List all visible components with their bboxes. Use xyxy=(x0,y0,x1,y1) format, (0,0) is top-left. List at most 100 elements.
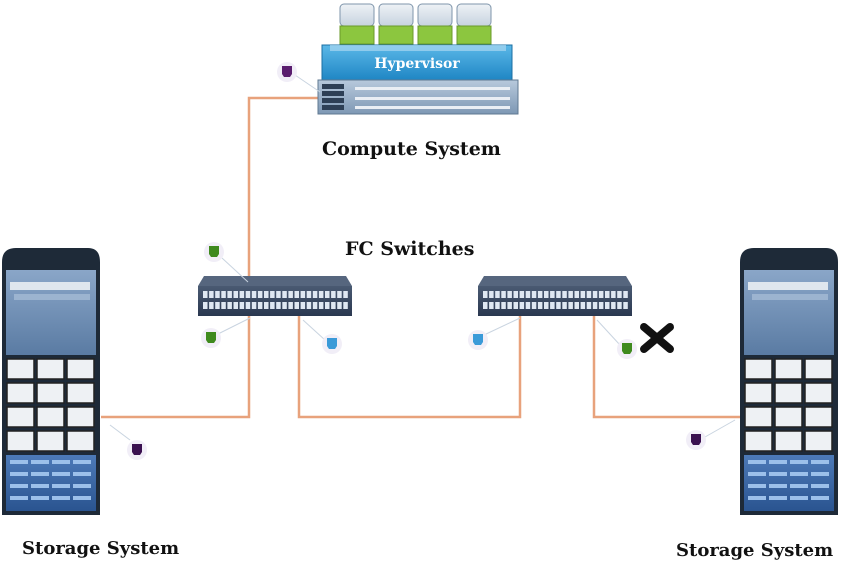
switch-port xyxy=(239,302,245,309)
switch-port xyxy=(264,302,269,309)
storage-system-left[interactable] xyxy=(2,248,100,515)
cable-storage-left-to-switch1 xyxy=(101,316,251,419)
switch-port xyxy=(586,302,592,309)
drive-bay xyxy=(36,430,65,452)
port-callouts xyxy=(109,74,736,441)
switch-port xyxy=(544,302,549,309)
switch-port xyxy=(550,291,555,298)
controller-slot xyxy=(769,472,787,476)
switch-port xyxy=(574,302,579,309)
drive-bay xyxy=(804,430,833,452)
switch-port xyxy=(556,291,561,298)
switch-port xyxy=(562,291,567,298)
storage-system-right[interactable] xyxy=(740,248,838,515)
switch-port xyxy=(209,291,214,298)
switch-port xyxy=(598,302,604,309)
drive-bay xyxy=(66,382,95,404)
switch-port xyxy=(337,302,342,309)
switch-port xyxy=(568,291,573,298)
drive-bay xyxy=(36,382,65,404)
drive-bay xyxy=(774,358,803,380)
switch-port xyxy=(276,302,281,309)
drive-bay xyxy=(6,358,35,380)
drive-bay xyxy=(66,406,95,428)
switch-port xyxy=(592,291,598,298)
switch-port xyxy=(239,291,245,298)
vm-3[interactable] xyxy=(417,3,453,45)
switch-port xyxy=(489,302,494,309)
switch-port xyxy=(617,302,622,309)
switch-port xyxy=(288,302,293,309)
switch-port xyxy=(495,291,500,298)
cables xyxy=(101,96,740,419)
controller-slot xyxy=(10,460,28,464)
storage-system-right-label: Storage System xyxy=(676,540,834,561)
switch-port xyxy=(562,302,567,309)
switch-port xyxy=(227,291,232,298)
controller-slot xyxy=(31,472,49,476)
switch-port xyxy=(507,302,512,309)
switch-port xyxy=(331,302,336,309)
drive-bay xyxy=(36,358,65,380)
vm-4[interactable] xyxy=(456,3,492,45)
switch-port xyxy=(580,291,586,298)
controller-slot xyxy=(790,484,808,488)
fc-switch-1[interactable] xyxy=(198,276,352,316)
switch-port xyxy=(592,302,598,309)
drive-bay xyxy=(66,430,95,452)
switch-port xyxy=(203,291,208,298)
switch1-right-port-icon xyxy=(327,338,337,349)
controller-slot xyxy=(52,496,70,500)
switch-port xyxy=(623,291,628,298)
storage-system-left-label: Storage System xyxy=(22,538,180,559)
controller-slot xyxy=(769,460,787,464)
switch-port xyxy=(531,291,537,298)
switch-port xyxy=(312,291,318,298)
switch-port xyxy=(276,291,281,298)
switch-port xyxy=(574,291,579,298)
switch-port xyxy=(215,291,220,298)
switch-port xyxy=(501,302,506,309)
drive-bay xyxy=(6,430,35,452)
switch-port xyxy=(282,291,287,298)
drive-bay xyxy=(804,382,833,404)
switch-port xyxy=(251,291,257,298)
switch-port xyxy=(507,291,512,298)
drive-bay xyxy=(6,382,35,404)
controller-slot xyxy=(748,460,766,464)
controller-slot xyxy=(748,496,766,500)
switch-port xyxy=(306,302,312,309)
controller-slot xyxy=(73,484,91,488)
switch-port xyxy=(318,291,324,298)
drive-bay xyxy=(804,406,833,428)
switch-port xyxy=(203,302,208,309)
switch-port xyxy=(489,291,494,298)
switch-port xyxy=(513,302,518,309)
vm-1[interactable] xyxy=(339,3,375,45)
vm-2[interactable] xyxy=(378,3,414,45)
switch-port xyxy=(343,302,348,309)
switch-port xyxy=(270,291,275,298)
controller-slot xyxy=(811,484,829,488)
controller-slot xyxy=(790,496,808,500)
switch-port xyxy=(288,291,293,298)
drive-bay xyxy=(804,358,833,380)
switch-port xyxy=(513,291,518,298)
cable-switch1-to-switch2 xyxy=(297,316,522,419)
controller-slot xyxy=(790,472,808,476)
switch-port xyxy=(221,302,226,309)
switch-port xyxy=(221,291,226,298)
switch-port xyxy=(257,291,263,298)
drive-bay xyxy=(774,382,803,404)
switch-port xyxy=(300,291,306,298)
controller-slot xyxy=(769,496,787,500)
fc-switch-2[interactable] xyxy=(478,276,632,316)
switch-port xyxy=(227,302,232,309)
switch-port xyxy=(209,302,214,309)
controller-slot xyxy=(10,472,28,476)
drive-bay xyxy=(744,382,773,404)
compute-system[interactable] xyxy=(317,3,519,115)
switch2-right-port-icon xyxy=(622,343,632,354)
switch-port xyxy=(282,302,287,309)
